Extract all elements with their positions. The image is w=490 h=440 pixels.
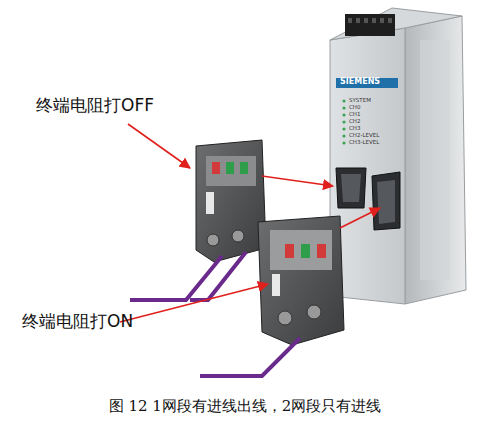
bus-cable	[130, 252, 246, 300]
led-label: SYSTEM	[349, 97, 371, 103]
brand-name: SIEMENS	[340, 78, 380, 87]
led-label: CH3	[349, 125, 360, 131]
led-label: CH2-LEVEL	[349, 132, 379, 138]
led-label: CH3-LEVEL	[349, 139, 379, 145]
bus-cable	[200, 338, 300, 376]
led-label: CH0	[349, 104, 360, 110]
led-label: CH2	[349, 118, 360, 124]
figure-caption: 图 12 1网段有进线出线，2网段只有进线	[109, 398, 382, 415]
bus-connector	[258, 216, 344, 345]
bus-connector	[196, 140, 266, 262]
olm-module	[330, 8, 466, 304]
callout-label: 终端电阻打OFF	[36, 96, 154, 115]
led-label: CH1	[349, 111, 360, 117]
pointer-arrow	[120, 124, 380, 322]
callout-label: 终端电阻打ON	[22, 312, 133, 331]
